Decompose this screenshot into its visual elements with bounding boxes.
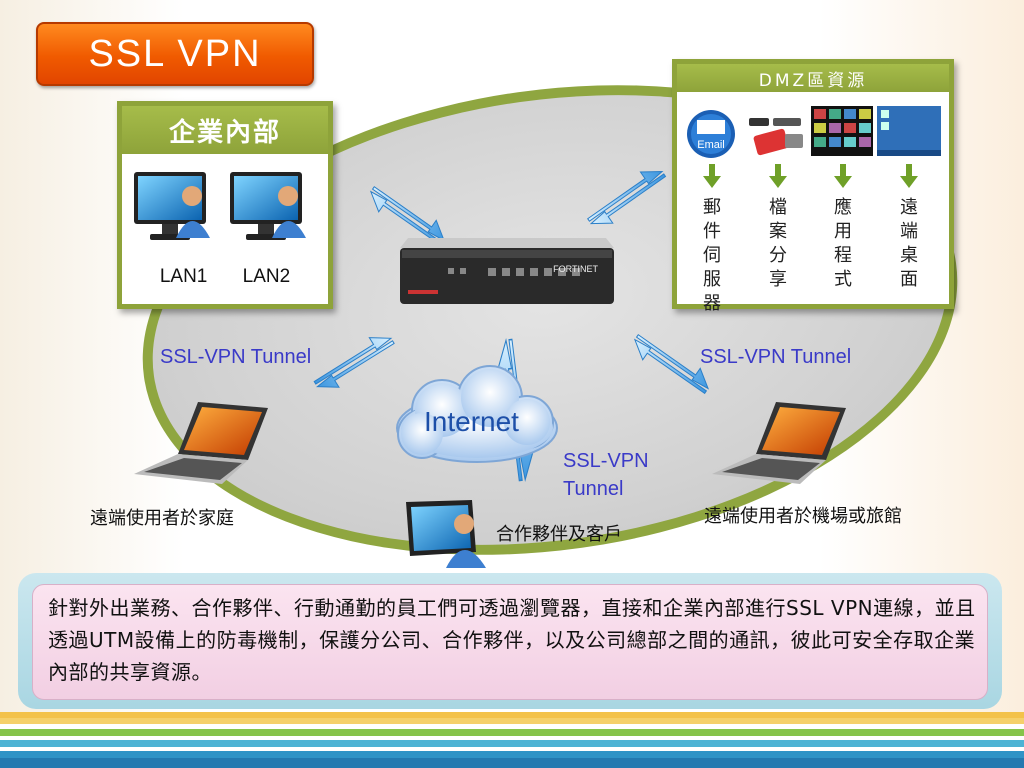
lan-labels: LAN1 LAN2 bbox=[122, 266, 328, 288]
description-box bbox=[32, 584, 988, 700]
internet-cloud-icon bbox=[396, 365, 558, 463]
arrow-down-icon bbox=[769, 164, 787, 188]
arrow-down-icon bbox=[703, 164, 721, 188]
tunnel-label-right: SSL-VPN Tunnel bbox=[700, 346, 852, 368]
dmz-file-share-label: 檔案分享 bbox=[769, 197, 787, 290]
dmz-applications-label: 應用程式 bbox=[834, 197, 852, 290]
lan2-label: LAN2 bbox=[242, 266, 291, 287]
arrow-down-icon bbox=[834, 164, 852, 188]
dmz-mail-server-label: 郵件伺服器 bbox=[703, 197, 721, 314]
dmz-remote-desktop-label: 遠端桌面 bbox=[900, 197, 918, 290]
svg-text:Email: Email bbox=[697, 139, 725, 151]
home-laptop-icon bbox=[134, 402, 268, 484]
travel-user-label: 遠端使用者於機場或旅館 bbox=[704, 506, 902, 527]
remote-desktop-icon bbox=[877, 106, 941, 156]
file-share-icon bbox=[749, 118, 803, 156]
router-brand-text: FORTINET bbox=[553, 264, 598, 274]
tunnel-label-center-line2: Tunnel bbox=[563, 478, 624, 500]
lan-panel: 企業內部 LAN1 LAN2 bbox=[117, 101, 333, 309]
partner-label: 合作夥伴及客戶 bbox=[496, 524, 622, 545]
dmz-panel: DMZ區資源 Email 郵件伺服器 檔案分享 應用程式 遠端桌面 bbox=[672, 59, 954, 314]
decorative-stripes bbox=[0, 712, 1024, 768]
tunnel-label-center: SSL-VPN Tunnel bbox=[563, 447, 649, 503]
dmz-panel-header: DMZ區資源 bbox=[677, 64, 949, 92]
lan-computers-icon bbox=[134, 172, 306, 240]
travel-laptop-icon bbox=[712, 402, 846, 484]
applications-icon bbox=[811, 106, 873, 156]
internet-label: Internet bbox=[424, 406, 519, 437]
description-text: 針對外出業務、合作夥伴、行動通勤的員工們可透過瀏覽器，直接和企業內部進行SSL … bbox=[48, 596, 976, 684]
arrow-down-icon bbox=[900, 164, 918, 188]
email-server-icon: Email bbox=[687, 110, 735, 158]
lan1-label: LAN1 bbox=[159, 266, 208, 287]
fortinet-router-icon: FORTINET bbox=[400, 238, 614, 304]
partner-computer-icon bbox=[406, 500, 486, 568]
home-user-label: 遠端使用者於家庭 bbox=[90, 508, 234, 529]
page-title: SSL VPN bbox=[36, 22, 314, 86]
lan-panel-header: 企業內部 bbox=[122, 106, 328, 154]
tunnel-label-center-line1: SSL-VPN bbox=[563, 450, 649, 472]
tunnel-label-left: SSL-VPN Tunnel bbox=[160, 346, 312, 368]
